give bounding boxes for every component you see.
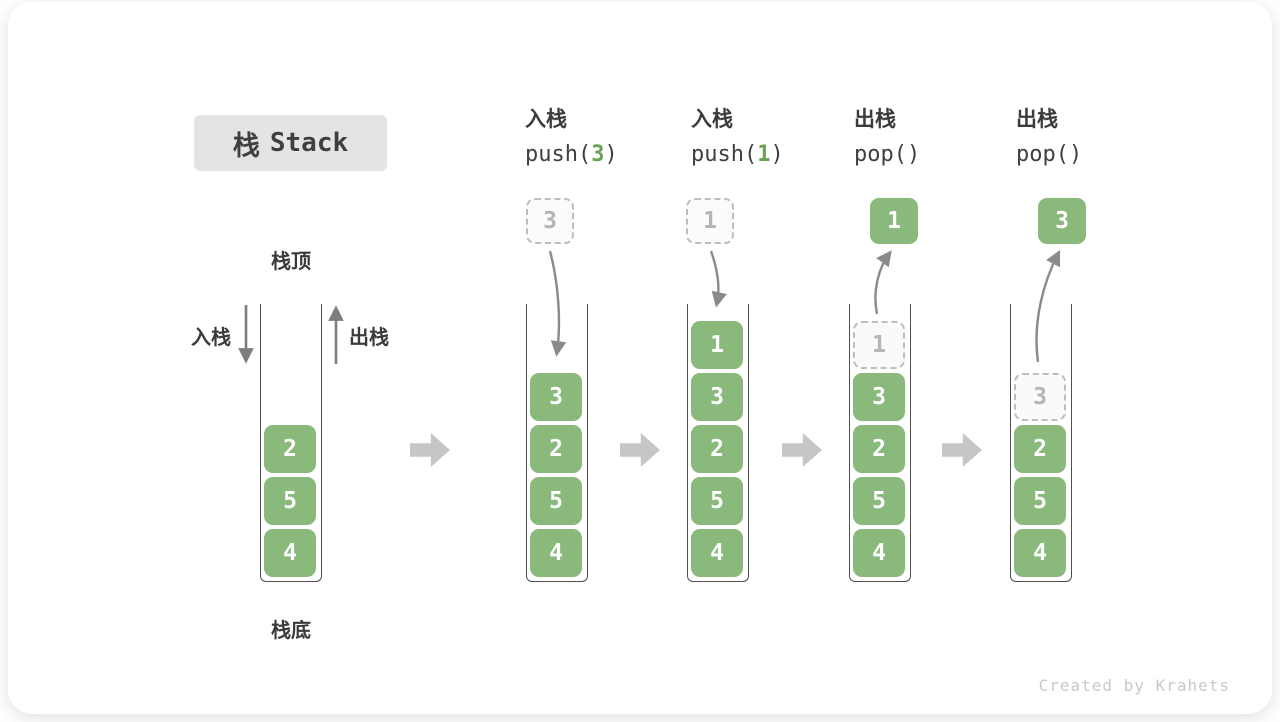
- op-header-push-3: 入栈 push(3): [525, 106, 618, 170]
- stack-cell: 5: [264, 477, 316, 525]
- op-code-label: push(3): [525, 142, 618, 167]
- op-code-label: push(1): [691, 142, 784, 167]
- stack-cell: 5: [853, 477, 905, 525]
- stack-cell: 4: [1014, 529, 1066, 577]
- stack-cell: 1: [853, 321, 905, 369]
- stack-cell: 5: [1014, 477, 1066, 525]
- stack-cell: 2: [691, 425, 743, 473]
- flow-arrows-svg: [238, 249, 1061, 364]
- transition-arrow-icon: [410, 433, 450, 467]
- stack-cell: 5: [691, 477, 743, 525]
- stack-cell: 2: [264, 425, 316, 473]
- op-header-pop-3: 出栈 pop(): [1016, 106, 1082, 170]
- transition-arrow-icon: [942, 433, 982, 467]
- stack-cell: 5: [530, 477, 582, 525]
- stack-cell: 4: [691, 529, 743, 577]
- op-code-label: pop(): [1016, 142, 1083, 167]
- transition-arrow-icon: [782, 433, 822, 467]
- stack-cell: 4: [853, 529, 905, 577]
- stack-cell: 3: [1014, 373, 1066, 421]
- title-box: 栈 Stack: [194, 115, 387, 171]
- op-name-label: 入栈: [691, 108, 733, 131]
- op-name-label: 入栈: [525, 108, 567, 131]
- floating-box-popped-3: 3: [1038, 198, 1086, 244]
- push-1-arrow-icon: [709, 250, 727, 308]
- stack-cell: 2: [1014, 425, 1066, 473]
- stack-cell: 3: [853, 373, 905, 421]
- footer-credit: Created by Krahets: [1038, 676, 1230, 695]
- stack-cell: 2: [853, 425, 905, 473]
- op-name-label: 出栈: [1016, 108, 1058, 131]
- push-side-label: 入栈: [191, 327, 231, 349]
- transition-arrow-icon: [620, 433, 660, 467]
- op-header-pop-1: 出栈 pop(): [854, 106, 920, 170]
- stack-cell: 1: [691, 321, 743, 369]
- stack-cell: 4: [530, 529, 582, 577]
- stack-cell: 3: [691, 373, 743, 421]
- stack-cell: 2: [530, 425, 582, 473]
- pop-side-label: 出栈: [349, 327, 389, 349]
- floating-box-push-3: 3: [526, 198, 574, 244]
- floating-box-push-1: 1: [686, 198, 734, 244]
- op-header-push-1: 入栈 push(1): [691, 106, 784, 170]
- title-cn: 栈: [232, 130, 260, 161]
- stack-cell: 4: [264, 529, 316, 577]
- title-en: Stack: [269, 128, 349, 158]
- op-code-label: pop(): [854, 142, 921, 167]
- stack-bottom-label: 栈底: [271, 620, 311, 642]
- stack-cell: 3: [530, 373, 582, 421]
- floating-box-popped-1: 1: [870, 198, 918, 244]
- stack-top-label: 栈顶: [271, 251, 311, 273]
- diagram-card: 栈 Stack 入栈 push(3) 入栈 push(1) 出栈 pop() 出…: [8, 2, 1272, 714]
- op-name-label: 出栈: [854, 108, 896, 131]
